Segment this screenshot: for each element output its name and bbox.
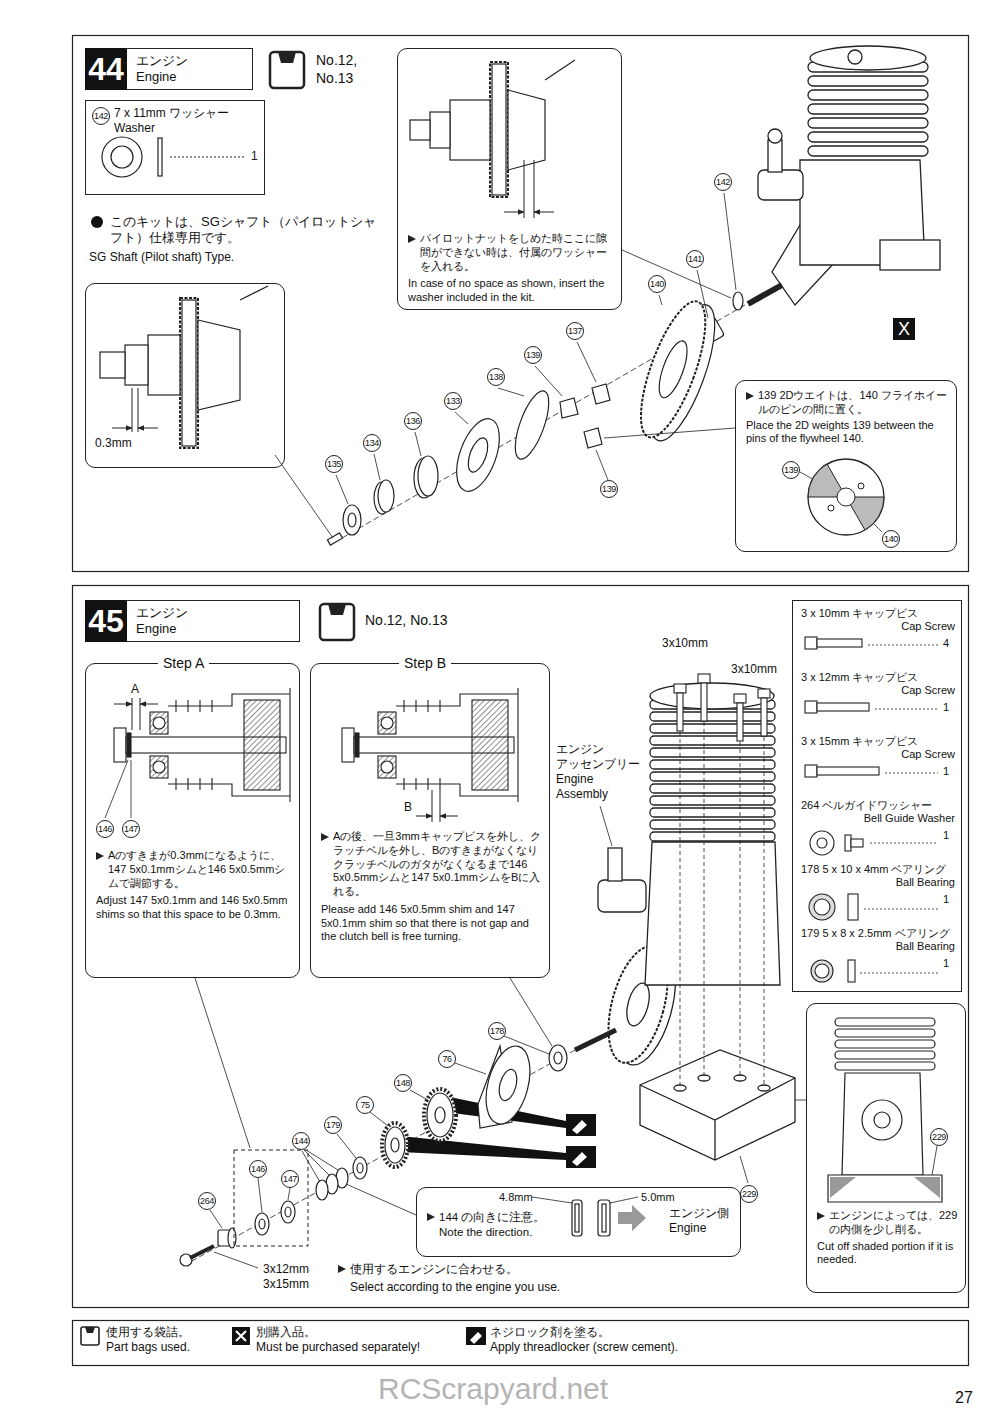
dimension-label: B [404,800,412,815]
note-text: Select according to the engine you use. [350,1280,560,1295]
part-name: 3 x 12mm キャップビス [801,671,957,685]
detail-box: 0.3mm [85,283,285,468]
callout-number: 136 [404,412,422,430]
note-text: パイロットナットをしめた時ここに隙間ができない時は、付属のワッシャーを入れる。 [408,232,615,273]
dimension: 4.8mm [499,1191,533,1205]
note-text: このキットは、SGシャフト（パイロットシャフト）仕様専用です。 [110,214,382,247]
callout-number: 179 [324,1116,342,1134]
callout-number: 137 [566,322,584,340]
bag-number: No.12, No.13 [365,612,448,630]
callout-number: 135 [325,455,343,473]
note-text: 144 の向きに注意。 [427,1210,573,1224]
callout-number: 146 [249,1160,267,1178]
parts-list: 3 x 10mm キャップビスCap Screw43 x 12mm キャップビス… [792,600,962,992]
quantity: 1 [943,701,949,715]
callout-number: 133 [444,392,462,410]
parts-box: 1427 x 11mm ワッシャー Washer 1 [85,100,265,195]
callout-number: 229 [930,1128,948,1146]
callout-number: 140 [882,530,900,548]
callout-box: 144 の向きに注意。Note the direction. 4.8mm 5.0mm… [416,1187,741,1257]
note-text: Place the 2D weights 139 between the pin… [746,419,950,447]
note-text: SG Shaft (Pilot shaft) Type. [89,250,234,265]
dimension: 5.0mm [641,1191,675,1205]
callout-box: エンジンによっては、229の内側を少し削る。 Cut off shaded por… [806,1003,966,1293]
part-name: 7 x 11mm ワッシャー Washer [114,106,259,136]
note-text: Please add 146 5x0.5mm shim and 147 5x0.… [321,903,543,944]
step-label: Step A [158,655,209,673]
part-name: 264 ベルガイドワッシャー [801,799,957,813]
legend-text: 別購入品。 Must be purchased separately! [256,1325,456,1355]
note-text: Aのすきまが0.3mmになるように、147 5x0.1mmシムと146 5x0.… [96,849,293,890]
part-name: 178 5 x 10 x 4mm ベアリング [801,863,957,877]
note-text: Aの後、一旦3mmキャップビスを外し、クラッチベルを外し、Bのすきまがなくなりク… [321,830,543,899]
callout-number: 229 [740,1185,758,1203]
callout-number: 141 [686,250,704,268]
part-name-en: Cap Screw [851,684,955,698]
purchase-mark: X [893,318,915,340]
callout-number: 139 [524,346,542,364]
callout-box: 139 2Dウエイトは、140 フライホイールのピンの間に置く。Place th… [735,380,957,552]
note-text: Adjust 147 5x0.1mm and 146 5x0.5mm shims… [96,894,293,922]
part-name: 179 5 x 8 x 2.5mm ベアリング [801,927,957,941]
part-name-en: Cap Screw [851,748,955,762]
step-title: エンジン Engine [136,53,248,86]
callout-number: 147 [281,1170,299,1188]
quantity: 4 [943,637,949,651]
callout-number: 76 [438,1050,456,1068]
callout-number: 142 [92,107,110,125]
part-name-en: Cap Screw [851,620,955,634]
callout-number: 139 [782,461,800,479]
part-name: エンジン アッセンブリー Engine Assembly [556,742,651,802]
note-text: 使用するエンジンに合わせる。 [338,1262,518,1277]
step-number: 44 [85,48,127,90]
quantity: 1 [943,829,949,843]
step-number: 45 [85,600,127,642]
note-text: Cut off shaded portion if it is needed. [817,1240,959,1268]
dimension-label: A [131,682,139,697]
page-number: 27 [955,1388,973,1408]
quantity: 1 [943,893,949,907]
legend-text: ネジロック剤を塗る。 Apply threadlocker (screw cem… [490,1325,750,1355]
watermark: RCScrapyard.net [378,1370,608,1408]
step-header: 44 エンジン Engine [85,48,253,90]
callout-number: 178 [488,1022,506,1040]
callout-number: 142 [714,173,732,191]
part-name-en: Bell Guide Washer [851,812,955,826]
quantity: 1 [251,149,258,164]
dimension: 3x10mm [731,662,777,677]
dimension: 0.3mm [95,436,132,451]
callout-number: 75 [356,1096,374,1114]
step-header: 45 エンジン Engine [85,600,300,642]
note-text: エンジン側 Engine [669,1206,739,1236]
note-text: Note the direction. [439,1225,532,1239]
legend-text: 使用する袋詰。 Part bags used. [106,1325,226,1355]
note-text: In case of no space as shown, insert the… [408,277,615,305]
dimension: 3x10mm [662,636,708,651]
part-name: 3 x 10mm キャップビス [801,607,957,621]
note-text: 139 2Dウエイトは、140 フライホイールのピンの間に置く。 [746,389,950,417]
callout-number: 146 [96,820,114,838]
dimension: 3x12mm 3x15mm [263,1262,323,1292]
callout-number: 139 [600,480,618,498]
quantity: 1 [943,765,949,779]
callout-number: 140 [648,275,666,293]
step-label: Step B [399,655,451,673]
callout-box: パイロットナットをしめた時ここに隙間ができない時は、付属のワッシャーを入れる。 I… [397,48,622,310]
callout-number: 134 [363,434,381,452]
step-box: Step AAのすきまが0.3mmになるように、147 5x0.1mmシムと14… [85,663,300,978]
part-name-en: Ball Bearing [851,876,955,890]
callout-number: 147 [122,820,140,838]
callout-number: 144 [292,1132,310,1150]
step-title: エンジン Engine [136,605,286,638]
bag-number: No.12, No.13 [316,52,378,87]
part-name: 3 x 15mm キャップビス [801,735,957,749]
callout-number: 138 [487,368,505,386]
callout-number: 264 [198,1192,216,1210]
step-box: Step BAの後、一旦3mmキャップビスを外し、クラッチベルを外し、Bのすきま… [310,663,550,978]
note-text: エンジンによっては、229の内側を少し削る。 [817,1209,959,1237]
part-name-en: Ball Bearing [851,940,955,954]
quantity: 1 [943,957,949,971]
callout-number: 148 [394,1074,412,1092]
